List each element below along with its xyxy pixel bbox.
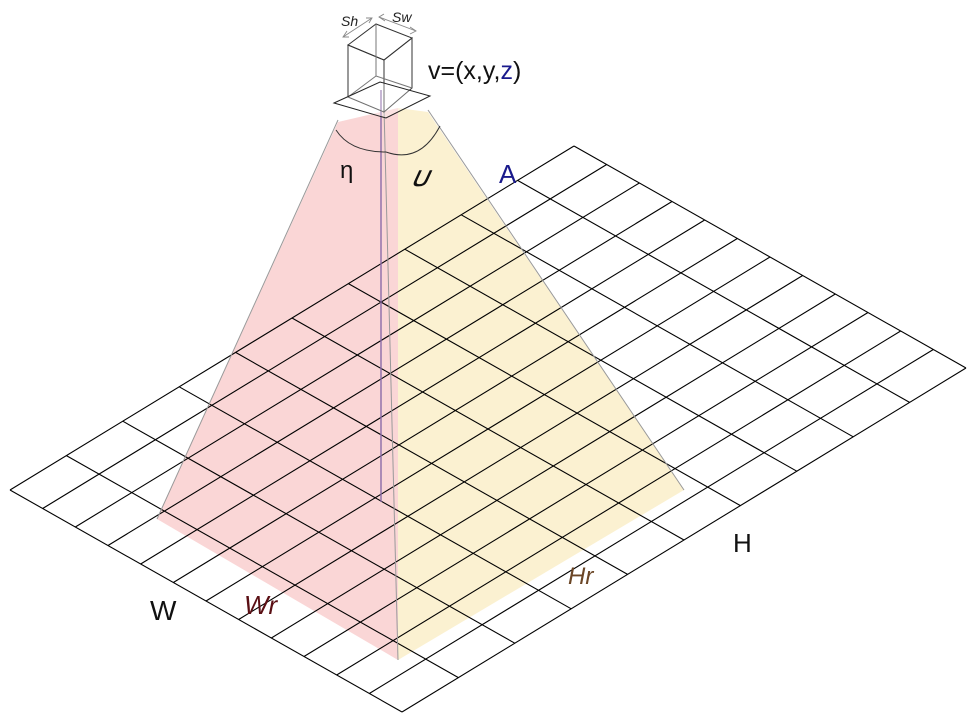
grid-line-w bbox=[140, 219, 705, 565]
ground-height-label: H bbox=[733, 528, 752, 558]
fov-edge-right bbox=[427, 109, 685, 491]
grid-line-w bbox=[173, 238, 738, 583]
ground-grid bbox=[9, 145, 967, 713]
grid-line-w bbox=[336, 330, 901, 676]
position-suffix: ) bbox=[513, 57, 521, 85]
grid-line-w bbox=[107, 201, 673, 546]
fov-height-region bbox=[398, 108, 684, 660]
grid-line-w bbox=[9, 145, 575, 491]
area-label: A bbox=[499, 159, 517, 189]
camera-hidden-edge-2 bbox=[347, 75, 377, 98]
upsilon-angle-label: 𝜐 bbox=[412, 160, 433, 193]
grid-line-w bbox=[42, 164, 607, 509]
fov-edges bbox=[156, 107, 685, 661]
grid-line-w bbox=[75, 182, 640, 528]
eta-angle-arc bbox=[335, 129, 387, 153]
grid-line-w bbox=[205, 256, 771, 602]
position-z: z bbox=[500, 57, 513, 85]
fov-edge-center bbox=[383, 107, 399, 661]
grid-line-w bbox=[401, 367, 967, 713]
sw-arrow bbox=[378, 16, 417, 32]
sh-arrow-head-2 bbox=[366, 17, 373, 24]
sensor-width-label: Sw bbox=[392, 9, 412, 25]
grid-line-w bbox=[271, 293, 836, 639]
grid-line-w bbox=[238, 275, 803, 620]
ground-width-label: W bbox=[150, 595, 177, 626]
eta-angle-label: η bbox=[340, 157, 353, 184]
camera-hidden-edge-3 bbox=[375, 75, 413, 89]
camera-icon bbox=[332, 23, 432, 119]
fov-width-region bbox=[157, 108, 398, 660]
sh-arrow bbox=[342, 17, 373, 38]
position-label: v=(x,y,z) bbox=[428, 57, 521, 85]
sensor-dimension-arrows bbox=[342, 13, 417, 38]
upsilon-angle-arc bbox=[385, 125, 441, 156]
sensor-height-label: Sh bbox=[341, 13, 358, 29]
sensor-plane bbox=[332, 81, 432, 119]
camera-top-face bbox=[347, 23, 413, 61]
sw-arrow-head-1 bbox=[378, 13, 386, 22]
grid-line-w bbox=[369, 349, 934, 694]
ground-width-covered-label: Wr bbox=[244, 590, 279, 620]
grid-line-w bbox=[303, 312, 869, 657]
fov-edge-left bbox=[156, 119, 339, 520]
ground-height-covered-label: Hr bbox=[568, 563, 594, 590]
sw-arrow-head-2 bbox=[409, 26, 417, 35]
position-prefix: v=(x,y, bbox=[428, 57, 500, 85]
sh-arrow-head-1 bbox=[342, 30, 349, 38]
